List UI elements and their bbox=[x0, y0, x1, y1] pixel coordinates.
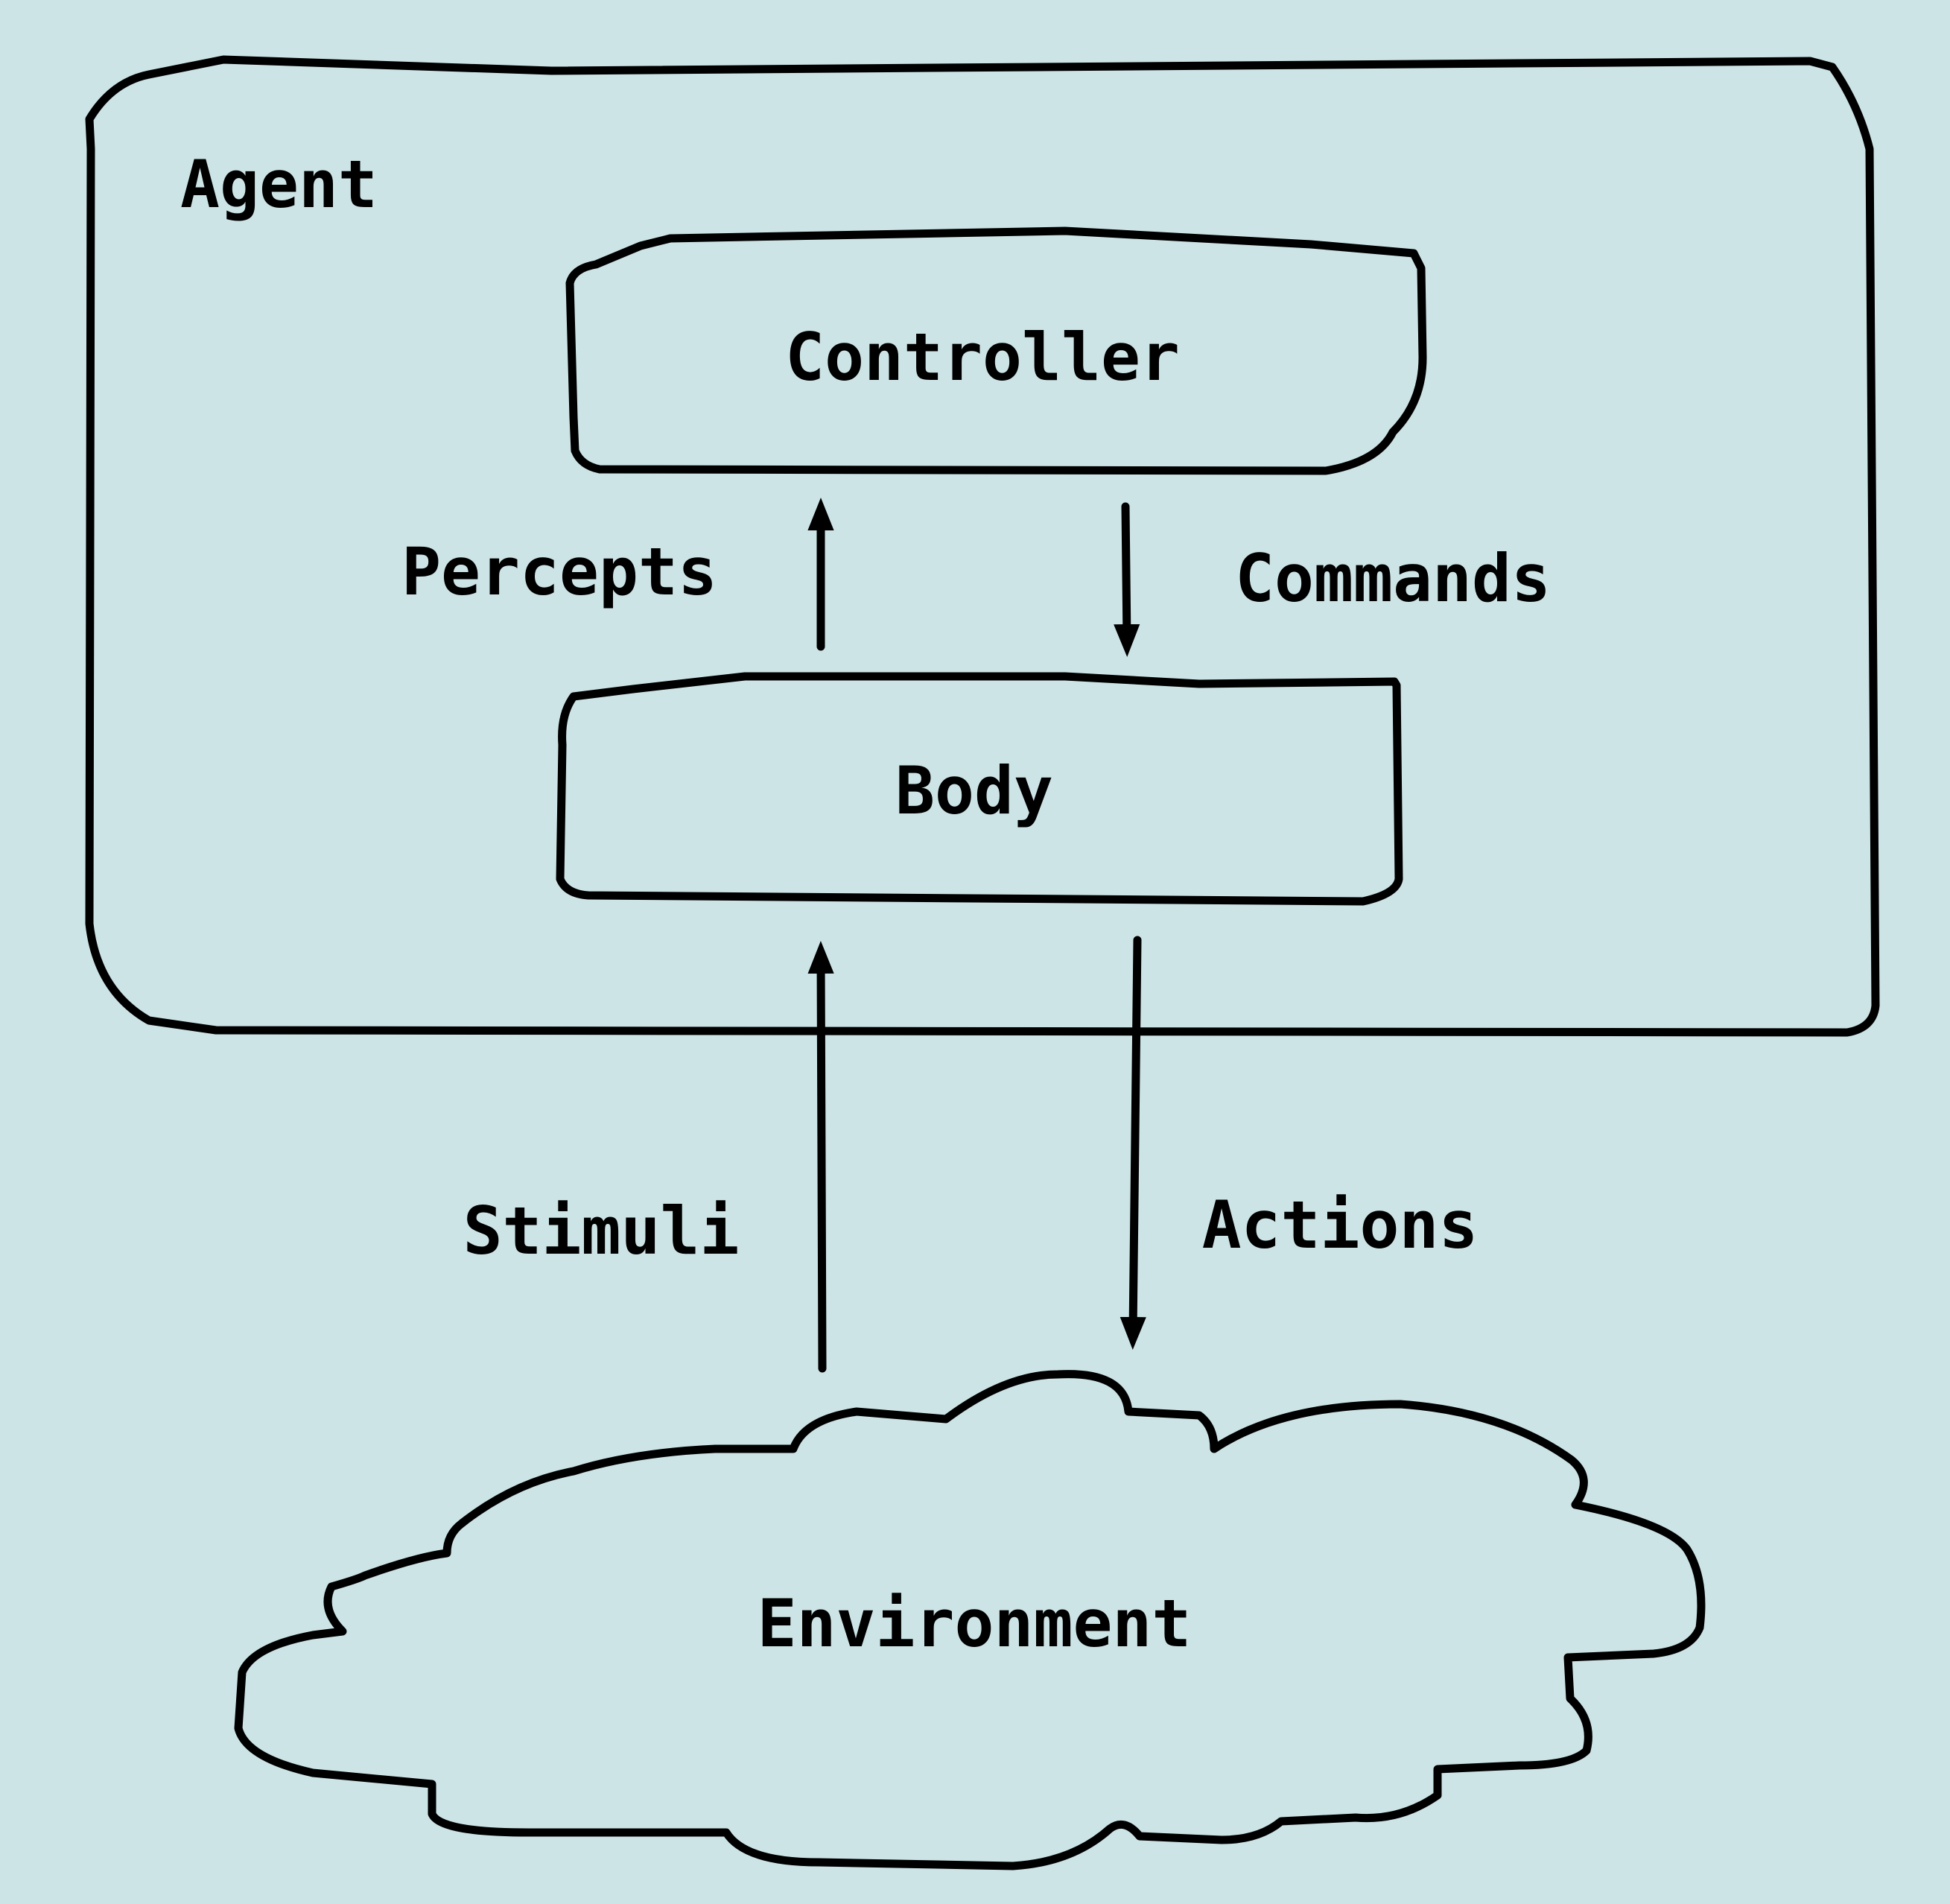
environment-cloud[interactable] bbox=[234, 1370, 1706, 1870]
stimuli-label: Stimuli bbox=[463, 1193, 740, 1269]
actions-label: Actions bbox=[1202, 1187, 1479, 1263]
actions-arrow bbox=[1119, 936, 1146, 1350]
agent-box bbox=[85, 55, 1880, 1037]
body-label: Body bbox=[895, 752, 1053, 829]
agent-label: Agent bbox=[180, 146, 378, 223]
body-box[interactable] bbox=[556, 672, 1403, 906]
commands-label: Commands bbox=[1235, 540, 1551, 617]
stimuli-arrow bbox=[807, 941, 834, 1373]
percepts-label: Percepts bbox=[401, 533, 717, 610]
environment-label: Environment bbox=[758, 1585, 1192, 1662]
controller-box[interactable] bbox=[565, 226, 1427, 475]
controller-label: Controller bbox=[785, 319, 1180, 396]
commands-arrow bbox=[1114, 502, 1140, 657]
